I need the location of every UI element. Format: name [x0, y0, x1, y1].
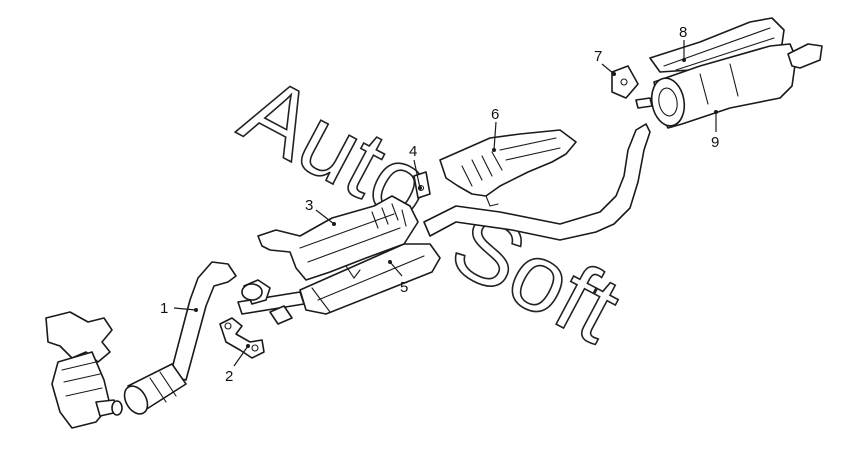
- rubber-hanger-7: [611, 65, 639, 99]
- callout-6: 6: [491, 106, 499, 123]
- mounting-bracket: [219, 317, 265, 359]
- center-muffler: [299, 123, 651, 315]
- callout-3: 3: [305, 197, 313, 214]
- heat-shield-center: [257, 195, 419, 281]
- callout-labels: 1 2 3 4 5 6 7 8 9: [160, 24, 719, 385]
- intermediate-pipe: [237, 279, 305, 325]
- front-pipe: [123, 261, 237, 415]
- callout-8: 8: [679, 24, 687, 41]
- callout-9: 9: [711, 134, 719, 151]
- callout-2: 2: [225, 368, 233, 385]
- callout-1: 1: [160, 300, 168, 317]
- heat-shield-rear: [439, 129, 577, 207]
- rear-muffler: [635, 43, 823, 129]
- callout-7: 7: [594, 48, 602, 65]
- callout-4: 4: [409, 143, 417, 160]
- callout-5: 5: [400, 279, 408, 296]
- callout-leaders: [173, 40, 718, 367]
- catalytic-converter: [45, 311, 123, 429]
